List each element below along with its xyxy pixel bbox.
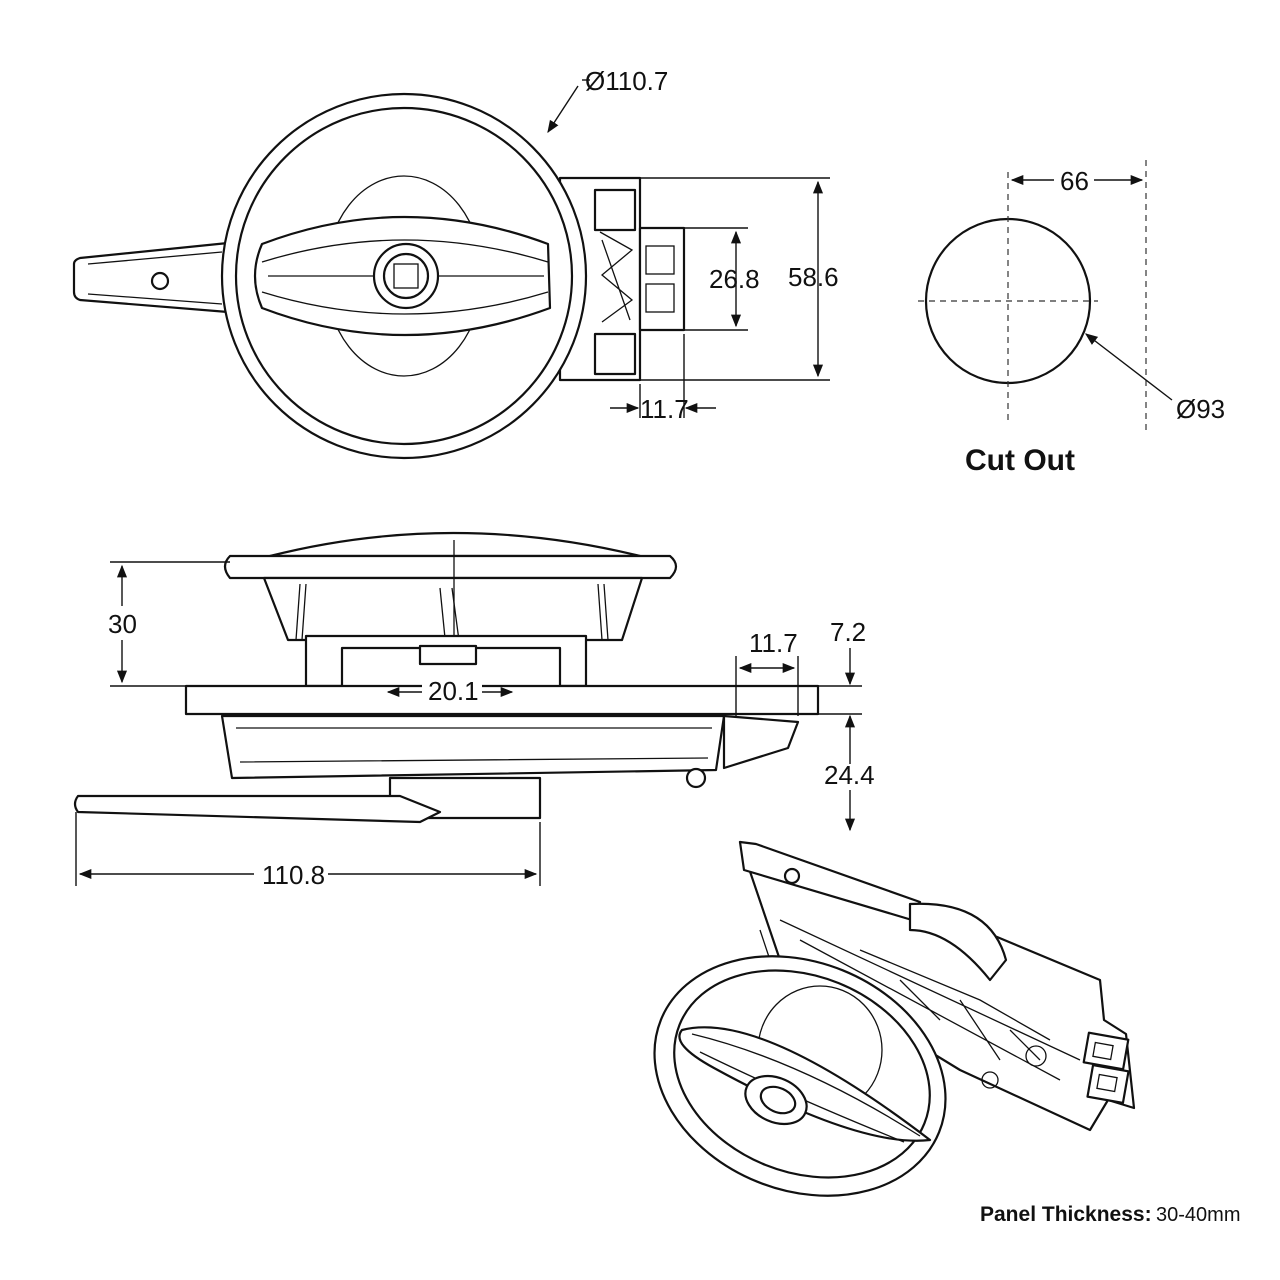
bolt-height-label: 26.8 <box>709 264 760 294</box>
latch-offset-label: 24.4 <box>824 760 875 790</box>
bolt-width-label: 11.7 <box>640 394 689 424</box>
front-view-dimensions: Ø110.7 58.6 26.8 11.7 <box>585 66 839 424</box>
side-view-dimensions: 30 20.1 11.7 7.2 24.4 110.8 <box>75 561 875 890</box>
tab-width-label: 11.7 <box>749 628 798 658</box>
spindle-width-label: 20.1 <box>428 676 479 706</box>
cutout-width-label: 66 <box>1060 166 1089 196</box>
isometric-view <box>653 840 1136 1197</box>
body-height-label: 58.6 <box>788 262 839 292</box>
panel-thickness-label: Panel Thickness: <box>980 1203 1152 1226</box>
depth-height-label: 30 <box>108 609 137 639</box>
panel-thickness-value: 30-40mm <box>1156 1204 1240 1226</box>
tab-height-label: 7.2 <box>830 617 866 647</box>
cutout-diameter-label: Ø93 <box>1176 394 1225 424</box>
side-view <box>73 531 820 824</box>
panel-thickness-note: Panel Thickness: 30-40mm <box>980 1203 1240 1226</box>
front-view <box>72 79 686 460</box>
cutout-title: Cut Out <box>965 444 1075 477</box>
overall-length-label: 110.8 <box>262 860 325 890</box>
face-diameter-label: Ø110.7 <box>585 66 668 96</box>
cutout-view: 66 Ø93 Cut Out <box>918 160 1225 477</box>
